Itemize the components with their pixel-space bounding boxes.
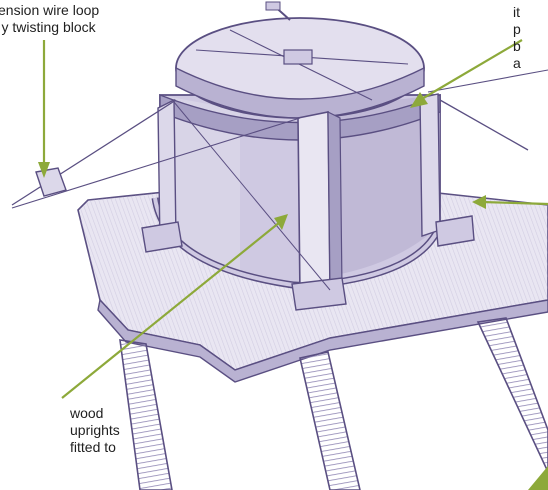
top-right-line-2: p xyxy=(513,21,521,37)
wood-line-1: wood xyxy=(70,405,104,421)
tension-line-1: ension wire loop xyxy=(0,2,100,18)
top-right-line-4: a xyxy=(513,55,521,71)
pointer-arrows xyxy=(38,39,548,490)
support-legs xyxy=(119,317,548,490)
wood-uprights-label: wood uprights fitted to xyxy=(70,405,120,456)
wood-line-3: fitted to xyxy=(70,439,116,455)
wood-line-2: uprights xyxy=(70,422,120,438)
top-right-line-1: it xyxy=(513,4,520,20)
top-right-line-3: b xyxy=(513,38,521,54)
tension-line-2: y twisting block xyxy=(1,19,96,35)
wood-uprights xyxy=(141,93,475,311)
top-right-label: it p b a xyxy=(513,4,521,72)
tension-wire-label: ension wire loop y twisting block xyxy=(0,2,99,36)
